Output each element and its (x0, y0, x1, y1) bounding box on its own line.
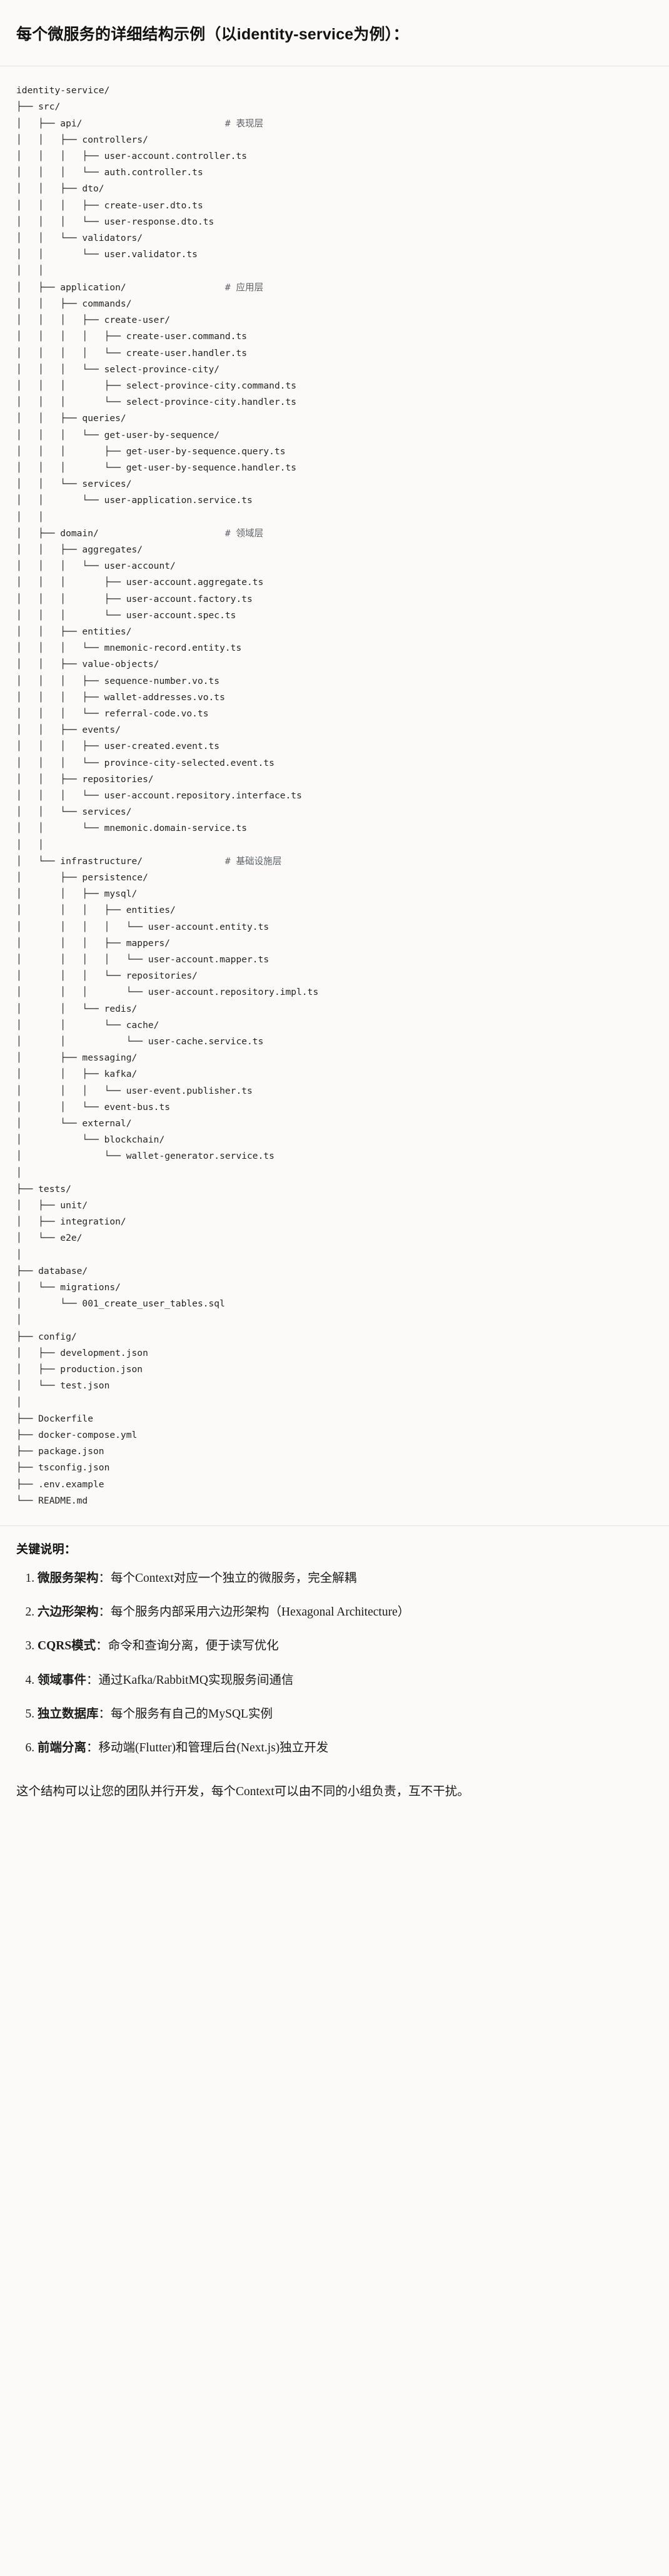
key-note-description: ：通过Kafka/RabbitMQ实现服务间通信 (86, 1673, 294, 1687)
directory-tree: identity-service/ ├── src/ │ ├── api/ # … (16, 83, 653, 1509)
key-note-item: 领域事件：通过Kafka/RabbitMQ实现服务间通信 (38, 1671, 653, 1689)
key-note-item: 微服务架构：每个Context对应一个独立的微服务，完全解耦 (38, 1569, 653, 1587)
key-note-term: CQRS模式 (38, 1639, 96, 1653)
key-note-item: 前端分离：移动端(Flutter)和管理后台(Next.js)独立开发 (38, 1739, 653, 1757)
key-notes-list: 微服务架构：每个Context对应一个独立的微服务，完全解耦六边形架构：每个服务… (16, 1569, 653, 1758)
notes-divider (0, 1525, 669, 1526)
key-note-description: ：命令和查询分离，便于读写优化 (96, 1639, 279, 1653)
closing-paragraph: 这个结构可以让您的团队并行开发，每个Context可以由不同的小组负责，互不干扰… (16, 1785, 470, 1799)
key-note-term: 微服务架构 (38, 1571, 99, 1585)
key-note-item: 独立数据库：每个服务有自己的MySQL实例 (38, 1705, 653, 1723)
key-note-term: 六边形架构 (38, 1606, 99, 1619)
page-title: 每个微服务的详细结构示例（以identity-service为例）： (16, 25, 409, 43)
document-page: 每个微服务的详细结构示例（以identity-service为例）： ident… (0, 10, 669, 1823)
key-note-item: CQRS模式：命令和查询分离，便于读写优化 (38, 1637, 653, 1655)
key-note-description: ：每个服务内部采用六边形架构（Hexagonal Architecture） (98, 1606, 410, 1619)
key-note-term: 独立数据库 (38, 1707, 99, 1721)
tree-comment: # 表现层 (224, 118, 264, 129)
directory-tree-code: identity-service/ ├── src/ │ ├── api/ # … (16, 85, 319, 1506)
directory-tree-block: identity-service/ ├── src/ │ ├── api/ # … (0, 66, 669, 1525)
tree-comment: # 应用层 (224, 282, 264, 293)
key-notes-title: 关键说明： (16, 1542, 77, 1556)
tree-comment: # 领域层 (224, 527, 264, 539)
key-notes-section: 关键说明： 微服务架构：每个Context对应一个独立的微服务，完全解耦六边形架… (0, 1526, 669, 1779)
tree-comment: # 基础设施层 (224, 855, 282, 867)
key-note-item: 六边形架构：每个服务内部采用六边形架构（Hexagonal Architectu… (38, 1603, 653, 1621)
key-note-term: 前端分离 (38, 1741, 87, 1755)
key-note-description: ：每个服务有自己的MySQL实例 (98, 1707, 273, 1721)
key-note-description: ：移动端(Flutter)和管理后台(Next.js)独立开发 (86, 1741, 329, 1755)
key-note-term: 领域事件 (38, 1673, 87, 1687)
key-note-description: ：每个Context对应一个独立的微服务，完全解耦 (98, 1571, 357, 1585)
